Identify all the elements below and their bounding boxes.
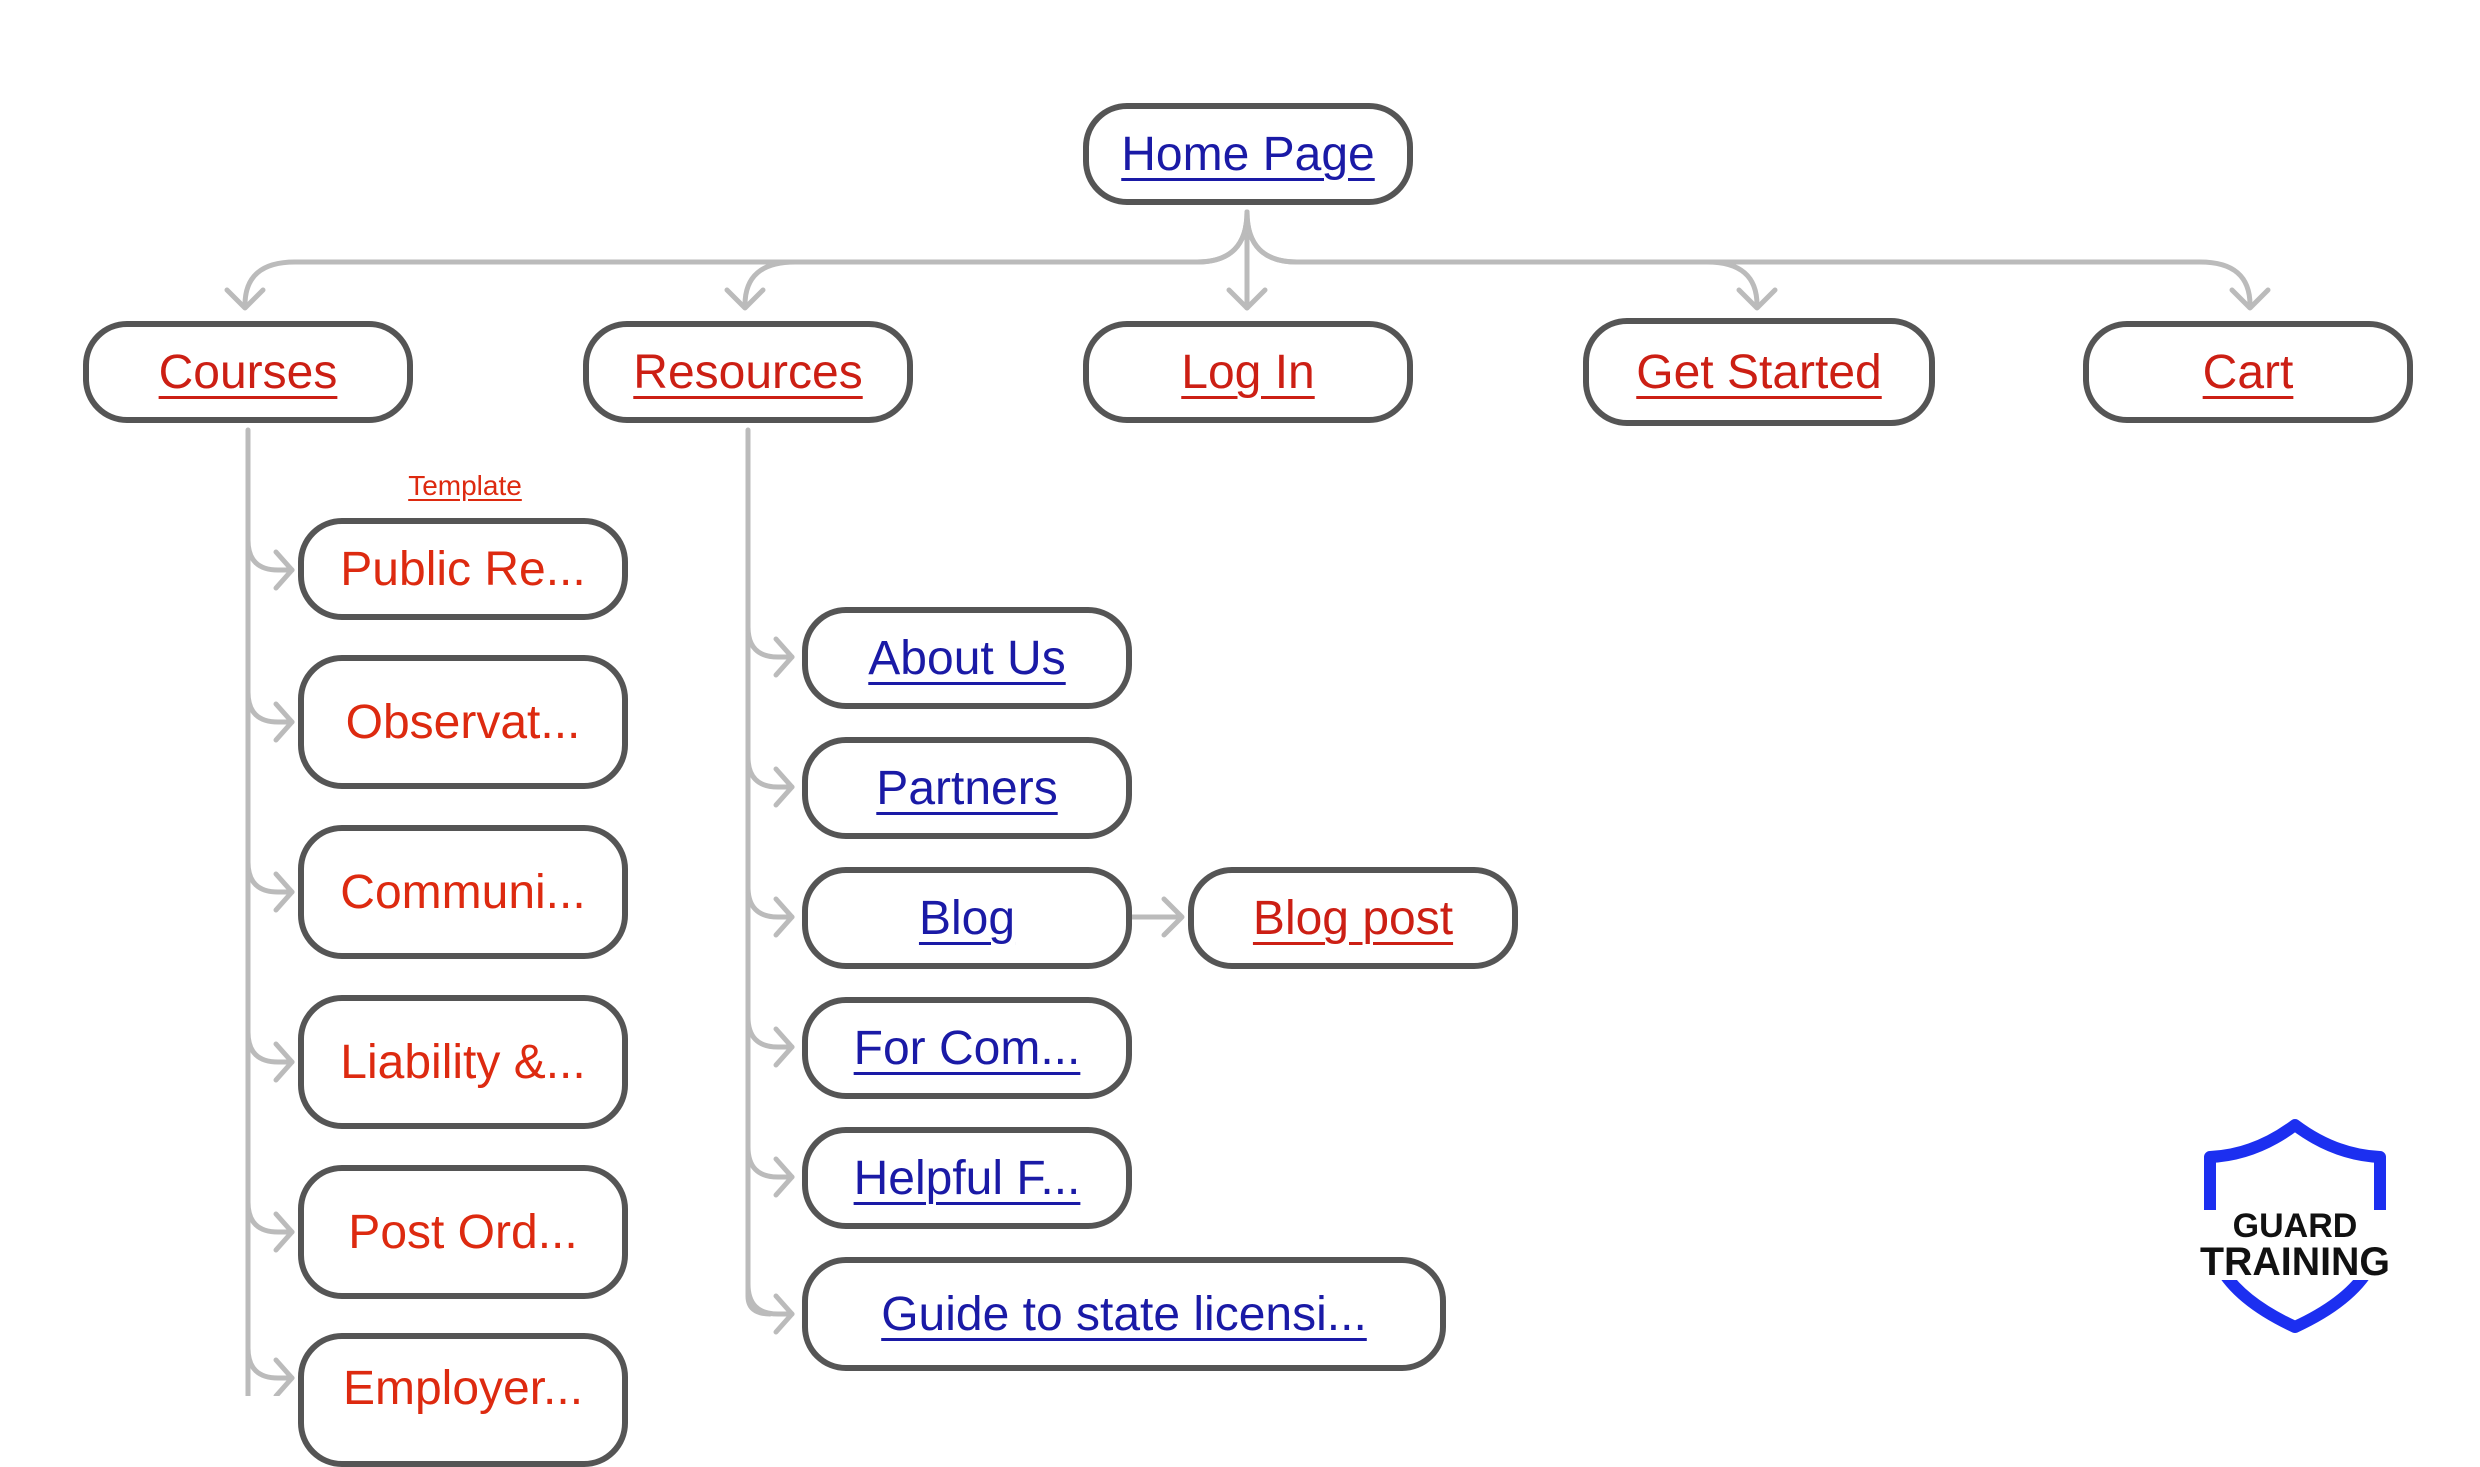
connector-resource-1 (745, 624, 795, 660)
arrowhead-cart (2229, 287, 2271, 311)
node-blog-post[interactable]: Blog post (1188, 867, 1518, 969)
node-state-licensing-guide-label: Guide to state licensi... (881, 1287, 1367, 1341)
node-blog-post-label: Blog post (1252, 891, 1454, 945)
node-resources-label: Resources (633, 345, 863, 399)
node-course-item[interactable]: Observat... (298, 655, 628, 789)
connector-course-1 (245, 537, 295, 573)
node-get-started[interactable]: Get Started (1583, 318, 1935, 426)
node-course-item-label: Communi... (340, 865, 586, 919)
node-partners-label: Partners (876, 761, 1058, 815)
node-log-in[interactable]: Log In (1083, 321, 1413, 423)
node-course-item[interactable]: Post Ord... (298, 1165, 628, 1299)
connector-resource-6 (745, 1281, 795, 1317)
node-cart[interactable]: Cart (2083, 321, 2413, 423)
logo-text-guard: GUARD (2233, 1207, 2358, 1245)
logo-text-training: TRAINING (2200, 1240, 2390, 1284)
node-course-item[interactable]: Public Re... (298, 518, 628, 620)
node-state-licensing-guide[interactable]: Guide to state licensi... (802, 1257, 1446, 1371)
connector-course-2 (245, 689, 295, 725)
node-blog-label: Blog (918, 891, 1016, 945)
node-resources[interactable]: Resources (583, 321, 913, 423)
connector-resource-5 (745, 1144, 795, 1180)
connector-course-3 (245, 859, 295, 895)
arrowhead-courses (224, 287, 266, 311)
node-course-item-label: Post Ord... (348, 1205, 578, 1259)
sitemap-diagram: Home Page Courses Resources Log In Get S… (83, 103, 2413, 1467)
node-about-us[interactable]: About Us (802, 607, 1132, 709)
connector-resources (742, 209, 1250, 308)
node-helpful-faq-label: Helpful F... (853, 1151, 1081, 1205)
node-blog[interactable]: Blog (802, 867, 1132, 969)
node-log-in-label: Log In (1181, 345, 1315, 399)
connector-resource-2 (745, 754, 795, 790)
connector-course-6 (245, 1345, 295, 1381)
connector-resources-trunk (745, 427, 773, 1317)
connector-lines (224, 209, 2271, 1396)
connector-course-4 (245, 1029, 295, 1065)
node-course-item-label: Employer... (342, 1362, 584, 1415)
node-helpful-faq[interactable]: Helpful F... (802, 1127, 1132, 1229)
arrowhead-login (1226, 287, 1268, 311)
node-partners[interactable]: Partners (802, 737, 1132, 839)
connector-resource-3 (745, 884, 795, 920)
template-label: Template (408, 470, 522, 501)
node-course-item[interactable]: Communi... (298, 825, 628, 959)
arrowhead-get-started (1736, 287, 1778, 311)
node-course-item-label: Public Re... (340, 542, 586, 596)
node-for-companies[interactable]: For Com... (802, 997, 1132, 1099)
node-home-page[interactable]: Home Page (1083, 103, 1413, 205)
node-course-item-label: Liability &... (340, 1035, 586, 1089)
node-about-us-label: About Us (868, 631, 1066, 685)
node-home-page-label: Home Page (1121, 127, 1375, 181)
node-course-item[interactable]: Employer... (298, 1333, 628, 1467)
node-courses-label: Courses (158, 345, 338, 399)
node-course-item[interactable]: Liability &... (298, 995, 628, 1129)
connector-cart (1244, 209, 2253, 308)
arrowhead-resources (724, 287, 766, 311)
node-cart-label: Cart (2202, 345, 2294, 399)
node-courses[interactable]: Courses (83, 321, 413, 423)
node-for-companies-label: For Com... (853, 1021, 1081, 1075)
guard-training-logo: GUARD TRAINING (2195, 1119, 2395, 1333)
connector-get-started (1244, 209, 1760, 308)
node-get-started-label: Get Started (1636, 345, 1882, 399)
connector-course-5 (245, 1199, 295, 1235)
node-course-item-label: Observat... (345, 695, 581, 749)
connector-resource-4 (745, 1014, 795, 1050)
